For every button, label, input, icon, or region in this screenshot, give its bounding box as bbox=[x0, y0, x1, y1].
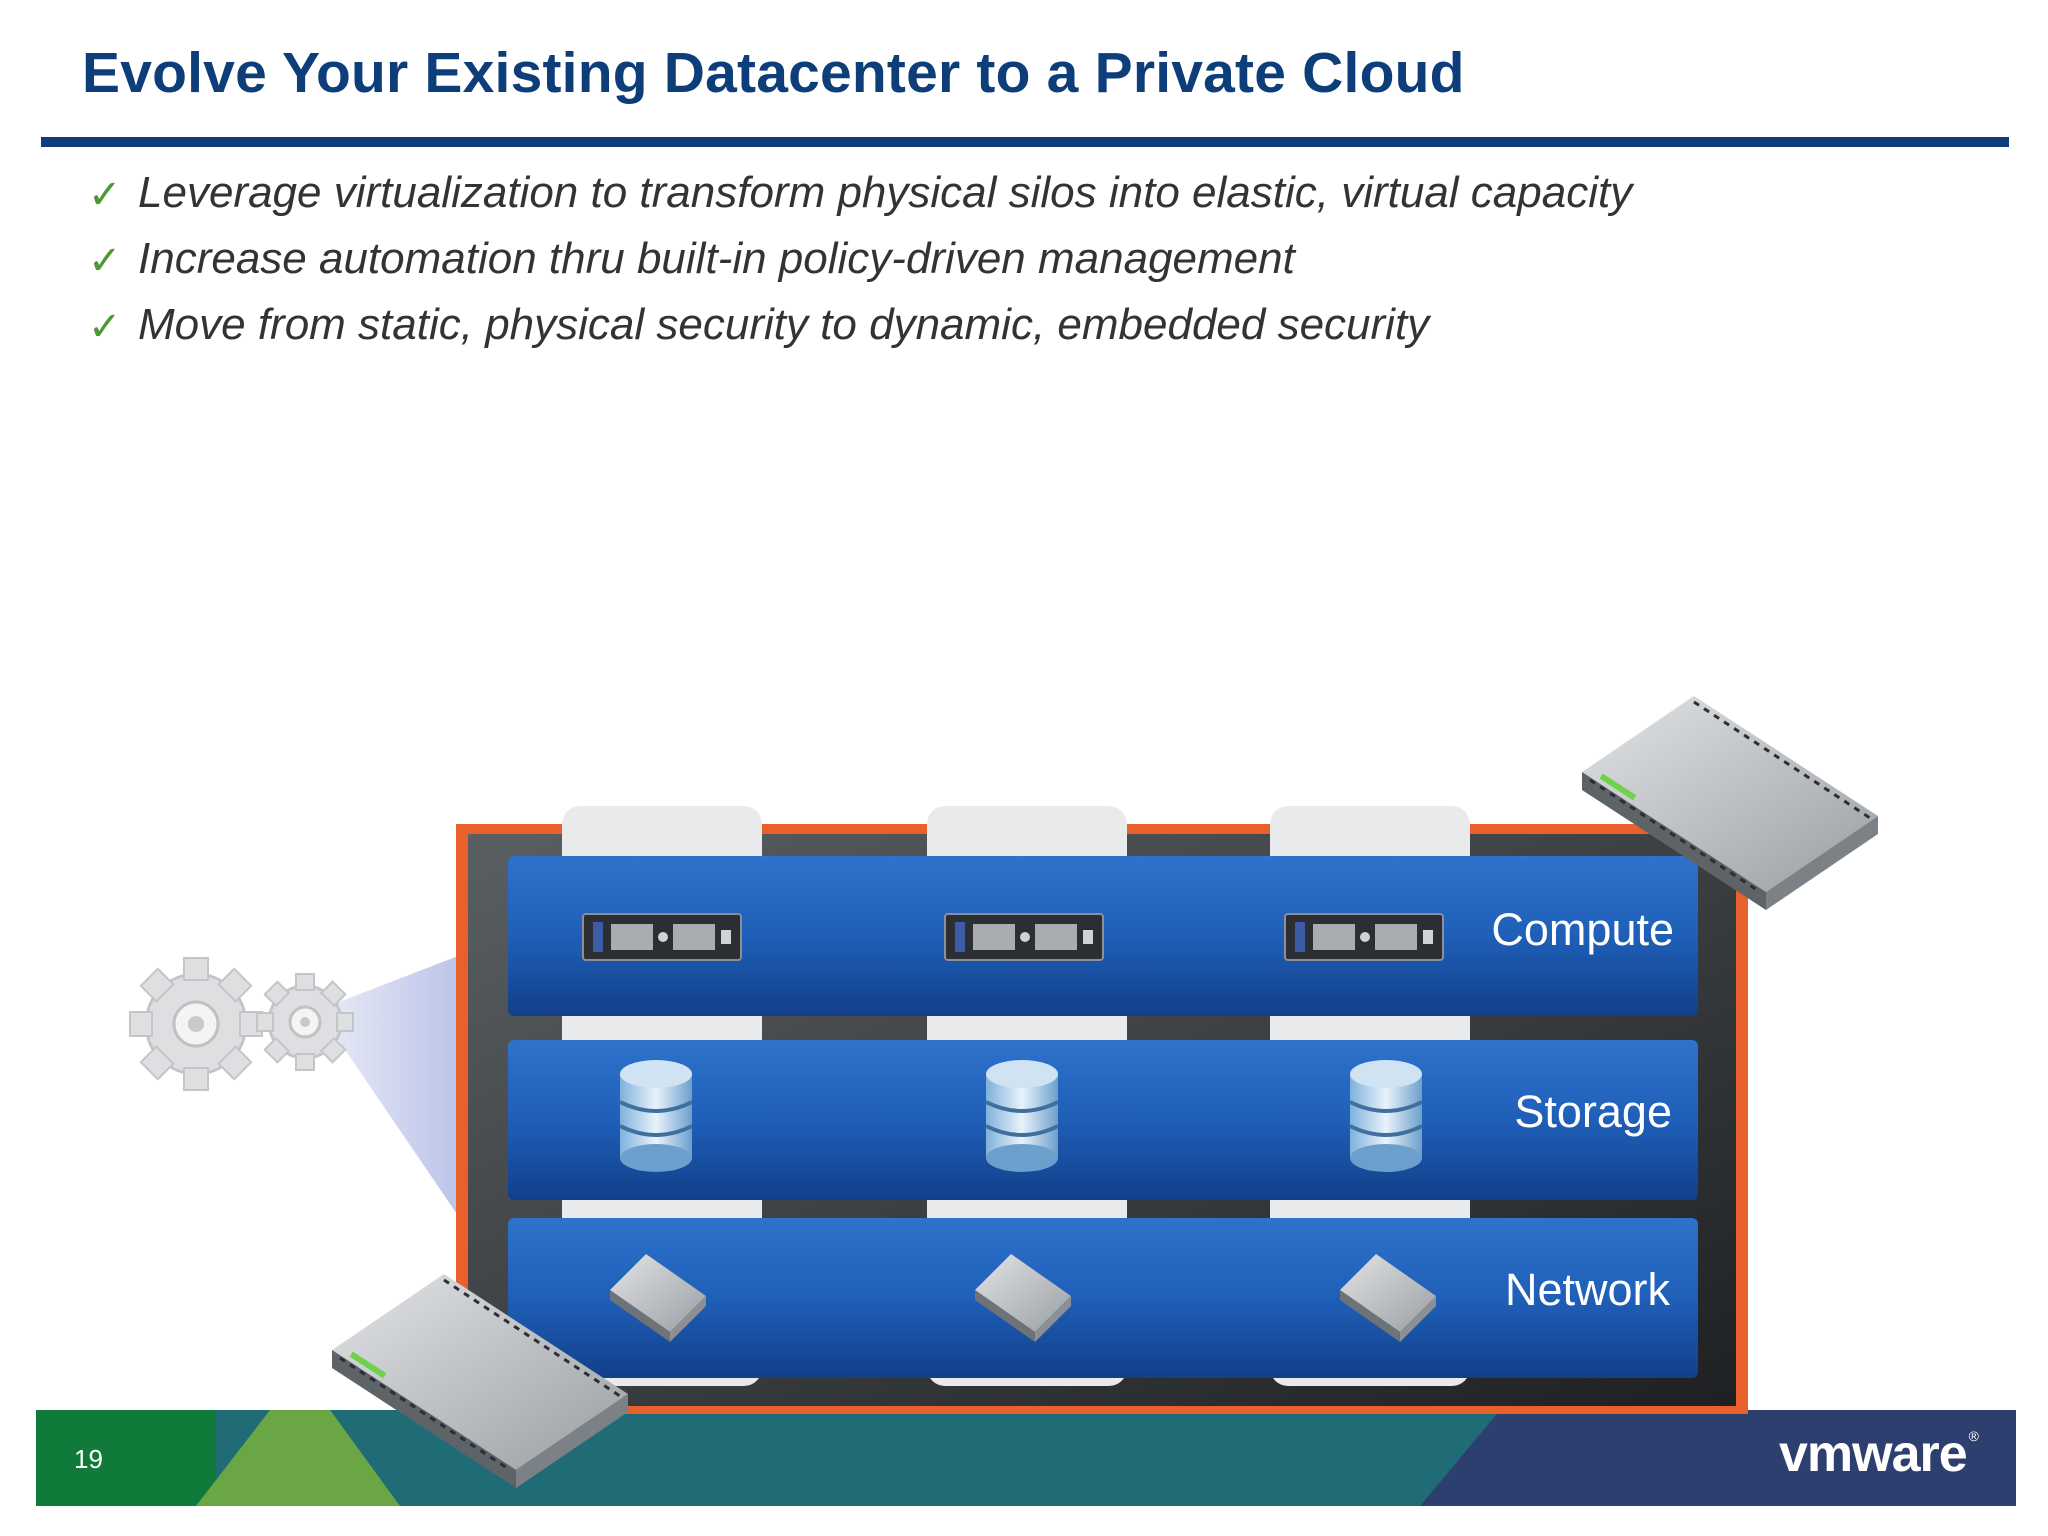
server-icon bbox=[582, 913, 742, 961]
network-switch-icon bbox=[1340, 1254, 1436, 1342]
checkmark-icon: ✓ bbox=[88, 304, 122, 350]
layer-label-compute: Compute bbox=[1491, 904, 1674, 955]
layer-label-storage: Storage bbox=[1514, 1086, 1672, 1137]
gears-icon bbox=[129, 957, 354, 1091]
database-icon bbox=[619, 1060, 693, 1172]
vmware-logo: vmware® bbox=[1778, 1424, 1979, 1484]
checkmark-icon: ✓ bbox=[88, 238, 122, 284]
bullet-text: Move from static, physical security to d… bbox=[138, 300, 1430, 349]
registered-mark: ® bbox=[1968, 1428, 1979, 1444]
layer-label-network: Network bbox=[1504, 1264, 1670, 1315]
bullet-text: Increase automation thru built-in policy… bbox=[138, 234, 1295, 283]
footer-band bbox=[36, 1410, 2016, 1506]
slide-title: Evolve Your Existing Datacenter to a Pri… bbox=[82, 41, 1465, 105]
server-icon bbox=[944, 913, 1104, 961]
hardware-appliance-icon bbox=[1582, 696, 1878, 910]
database-icon bbox=[1349, 1060, 1423, 1172]
logo-text: vmware bbox=[1778, 1425, 1968, 1483]
network-switch-icon bbox=[610, 1254, 706, 1342]
server-icon bbox=[1284, 913, 1444, 961]
page-number: 19 bbox=[74, 1444, 103, 1474]
hardware-appliance-icon bbox=[332, 1274, 628, 1488]
bullet-text: Leverage virtualization to transform phy… bbox=[138, 168, 1633, 217]
title-divider bbox=[41, 137, 2009, 147]
network-switch-icon bbox=[975, 1254, 1071, 1342]
database-icon bbox=[985, 1060, 1059, 1172]
checkmark-icon: ✓ bbox=[88, 172, 122, 218]
